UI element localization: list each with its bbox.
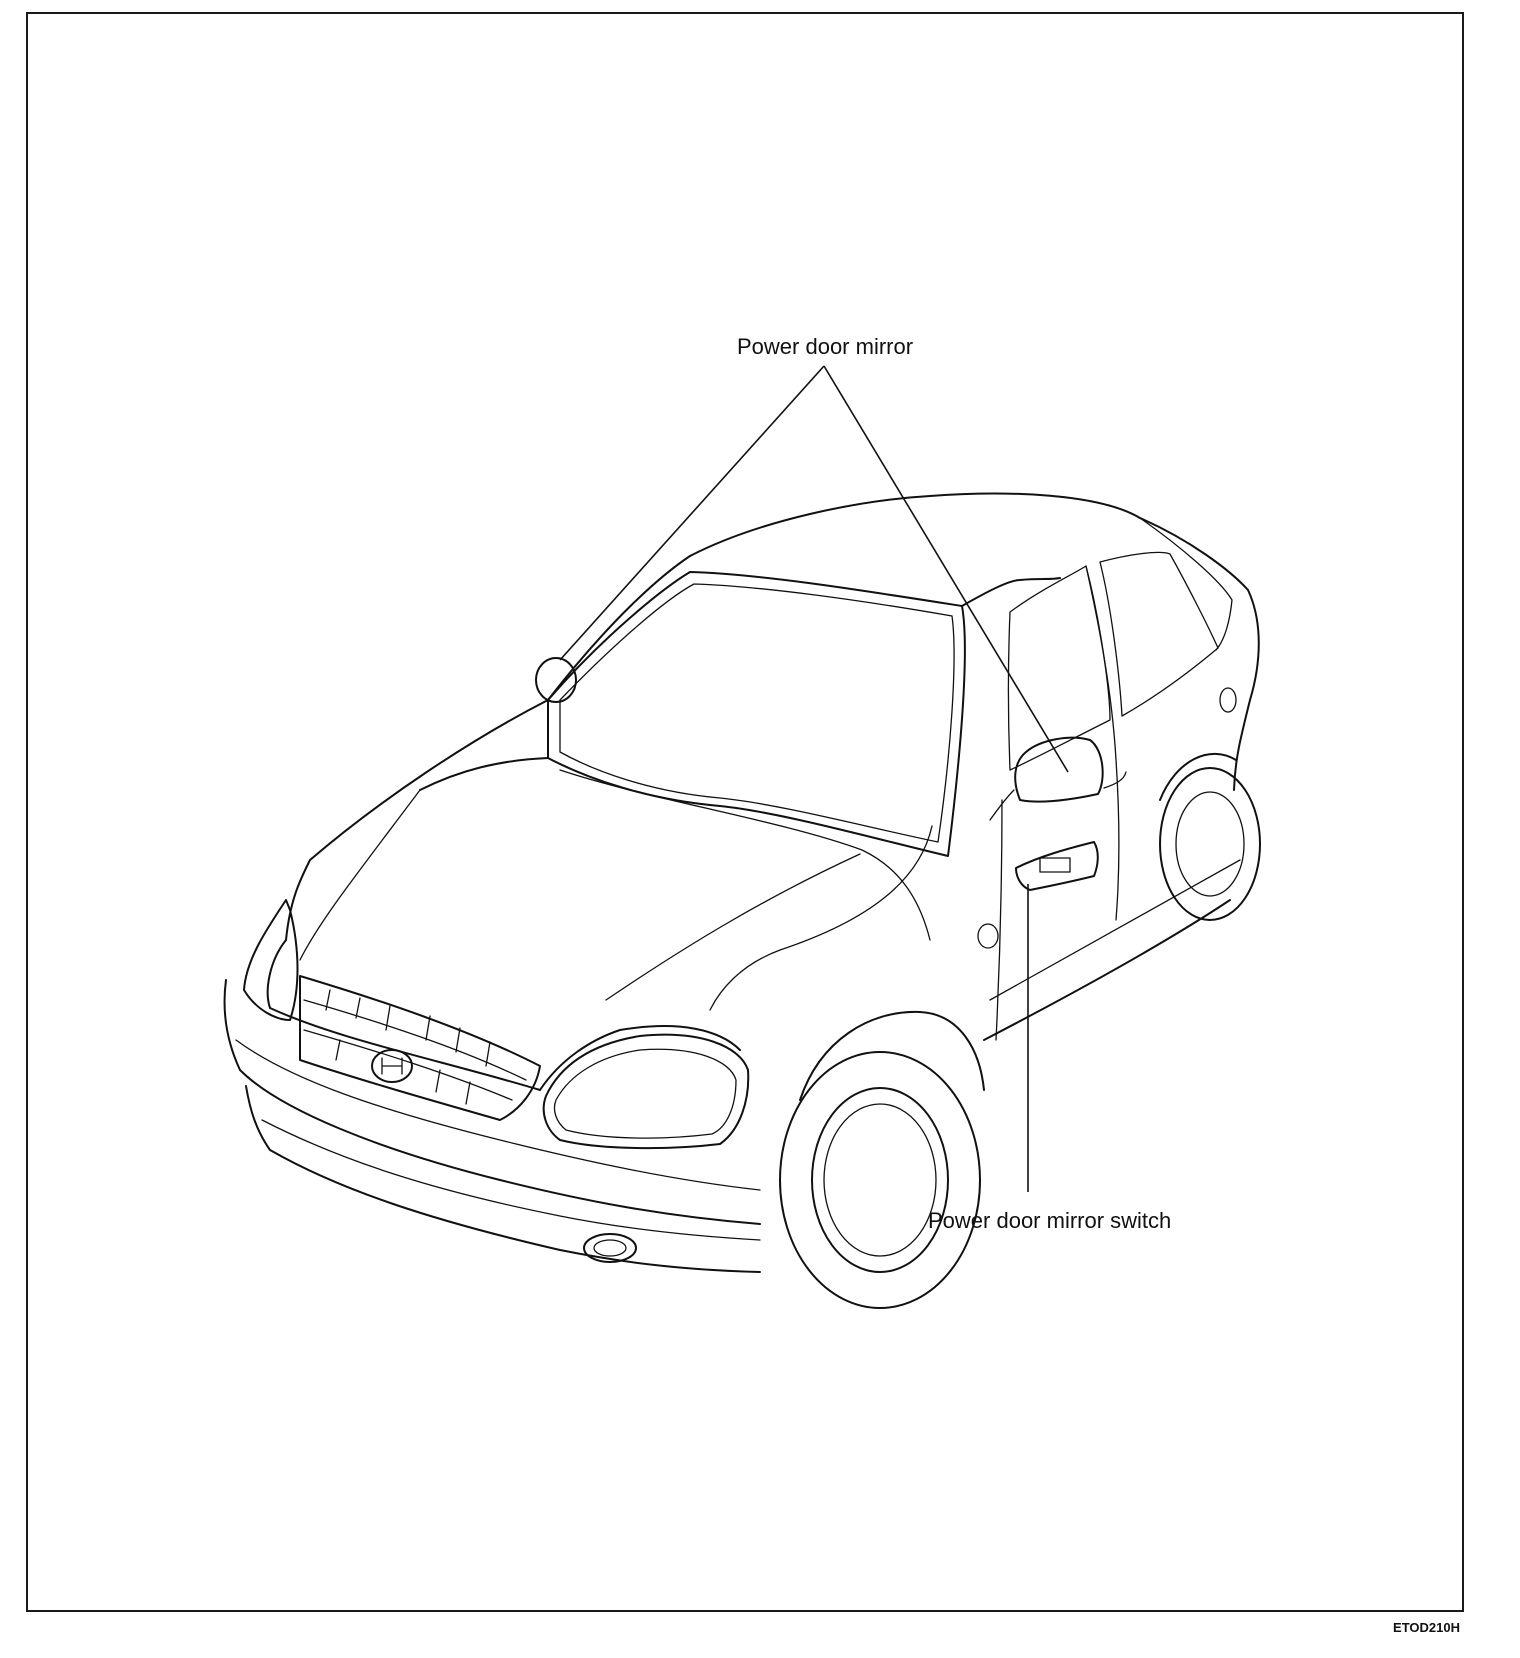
- car-body: [223, 492, 1261, 1309]
- callout-power-door-mirror: Power door mirror: [737, 334, 914, 359]
- leader-mirror-right: [823, 365, 1069, 773]
- diagram-frame: [26, 12, 1464, 1612]
- figure-id: ETOD210H: [1393, 1620, 1460, 1635]
- leader-mirror-left: [559, 365, 825, 661]
- leader-lines: [559, 365, 1069, 1192]
- callout-power-door-mirror-switch: Power door mirror switch: [928, 1208, 1172, 1233]
